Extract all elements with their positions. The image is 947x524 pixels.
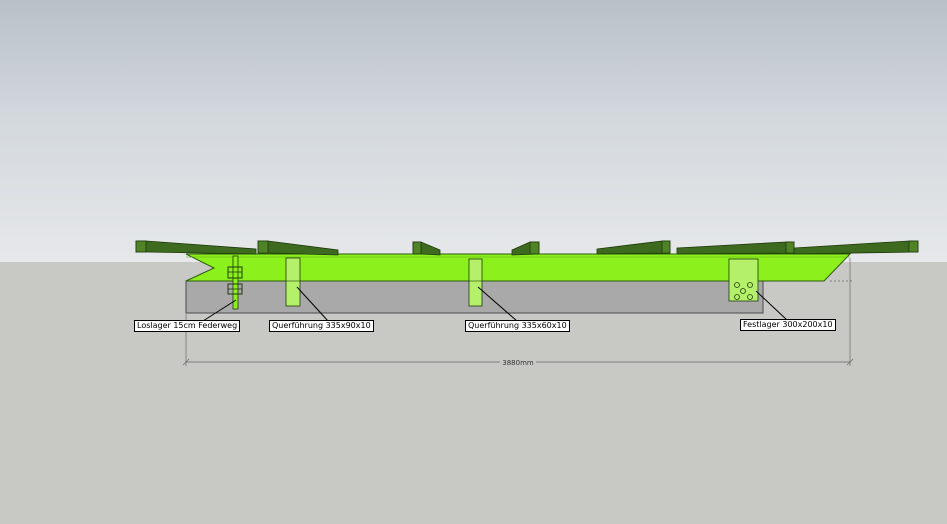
cross-beam-5 (596, 240, 671, 255)
cross-beam-7-end (908, 240, 919, 253)
cross-beam-1 (135, 240, 257, 255)
green-frame (185, 253, 852, 282)
querfuehrung-2-plate (468, 258, 483, 307)
label-querfuehrung-2: Querführung 335x60x10 (465, 320, 570, 332)
cross-beam-2 (257, 240, 339, 256)
cross-beam-7 (793, 240, 919, 255)
label-loslager: Loslager 15cm Federweg (134, 320, 241, 332)
dimension-label-bg (500, 357, 536, 367)
cross-beams (135, 240, 919, 256)
cross-beam-4-end (529, 241, 540, 255)
sky-background (0, 0, 947, 262)
dimension-label: 3880mm (502, 359, 534, 367)
querfuehrung-1-plate (285, 257, 301, 307)
loslager-bearing (227, 255, 243, 310)
leader-lines (202, 286, 788, 322)
cross-beam-2-end (257, 240, 269, 254)
label-festlager: Festlager 300x200x10 (740, 319, 836, 331)
label-querfuehrung-1: Querführung 335x90x10 (269, 320, 374, 332)
festlager-plate (728, 258, 759, 302)
cross-beam-6-end (785, 241, 795, 254)
cross-beam-5-end (661, 240, 671, 254)
cross-beam-6 (676, 241, 795, 255)
cross-beam-3-end (412, 241, 422, 255)
cross-beam-1-end (135, 240, 147, 253)
